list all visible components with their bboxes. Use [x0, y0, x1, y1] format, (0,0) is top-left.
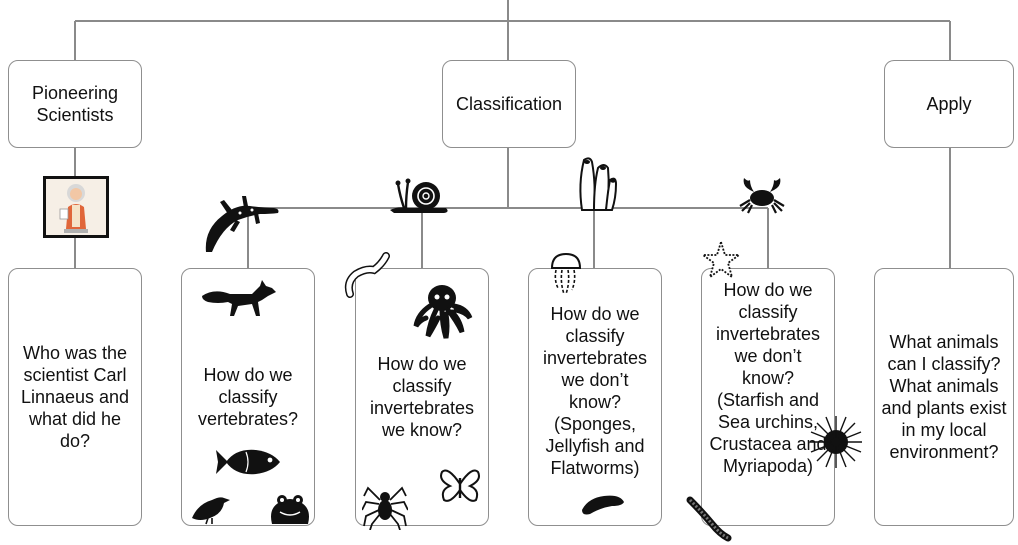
lizard-icon: [200, 186, 282, 256]
sea-urchin-icon: [808, 414, 864, 470]
vertebrates-card: How do we classify vertebrates?: [181, 268, 315, 526]
sponge-icon: [576, 154, 620, 214]
vertebrates-question: How do we classify vertebrates?: [197, 365, 299, 429]
apply-label: Apply: [926, 94, 972, 114]
classification-label: Classification: [455, 94, 563, 114]
jellyfish-icon: [548, 250, 584, 298]
frog-icon: [266, 490, 314, 526]
octopus-icon: [410, 282, 474, 340]
fox-icon: [200, 278, 278, 318]
known-invertebrates-question: How do we classify invertebrates we know…: [369, 354, 475, 440]
snail-icon: [388, 176, 450, 214]
pioneering-scientists-label: Pioneering Scientists: [31, 83, 119, 125]
butterfly-icon: [438, 466, 482, 506]
local-environment-question: What animals can I classify? What animal…: [881, 332, 1007, 462]
worm-icon: [344, 252, 394, 302]
unknown-invertebrates-1-question: How do we classify invertebrates we don’…: [542, 304, 648, 478]
spider-icon: [362, 480, 408, 530]
unknown-invertebrates-2-card: How do we classify invertebrates we don’…: [701, 268, 835, 526]
local-environment-card: What animals can I classify? What animal…: [874, 268, 1014, 526]
millipede-icon: [684, 494, 734, 542]
starfish-icon: [700, 240, 742, 280]
linnaeus-question: Who was the scientist Carl Linnaeus and …: [20, 343, 130, 451]
flatworm-icon: [578, 490, 626, 516]
bird-icon: [188, 490, 232, 526]
linnaeus-portrait-icon: [43, 176, 109, 238]
classification-box: Classification: [442, 60, 576, 148]
pioneering-scientists-box: Pioneering Scientists: [8, 60, 142, 148]
linnaeus-card: Who was the scientist Carl Linnaeus and …: [8, 268, 142, 526]
crab-icon: [738, 176, 786, 214]
fish-icon: [216, 444, 282, 480]
unknown-invertebrates-1-card: How do we classify invertebrates we don’…: [528, 268, 662, 526]
unknown-invertebrates-2-question: How do we classify invertebrates we don’…: [709, 280, 827, 476]
apply-box: Apply: [884, 60, 1014, 148]
